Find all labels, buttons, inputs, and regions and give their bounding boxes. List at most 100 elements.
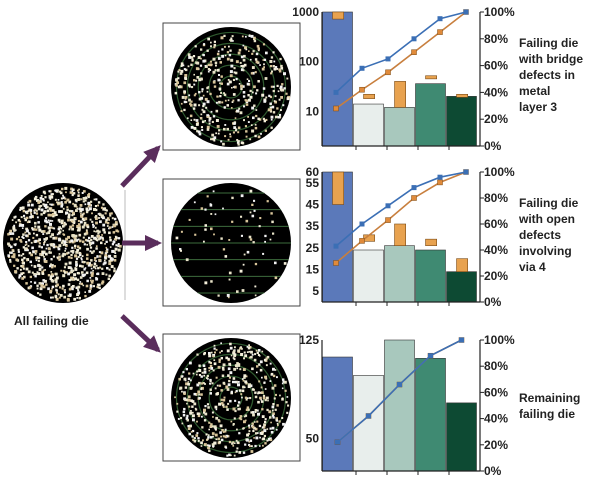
pareto-bar: [415, 358, 446, 472]
arrow-to-remaining: [120, 314, 161, 353]
main-wafer-label: All failing die: [14, 314, 89, 328]
chart-caption-line: failing die: [519, 407, 575, 421]
cumulative-orange-point: [333, 260, 339, 266]
cumulative-orange-line: [335, 11, 467, 110]
pareto-bar: [384, 107, 415, 147]
cumulative-orange-line: [335, 171, 467, 264]
wafer-bridge-defects-defects: [174, 34, 291, 146]
pareto-inner-bar: [425, 238, 438, 246]
pareto-bar: [322, 11, 353, 147]
wafer-all-failing: [3, 183, 123, 303]
left-tick-label: 10: [306, 104, 320, 118]
left-tick-label: 60: [306, 165, 320, 179]
left-tick-label: 45: [306, 198, 320, 212]
right-tick-label: 40%: [484, 412, 508, 426]
cumulative-blue-point: [459, 337, 464, 343]
arrow-to-bridge-defects: [120, 145, 161, 188]
chart-caption-line: with bridge: [518, 52, 583, 66]
wafer-bridge-defects: [171, 27, 291, 147]
left-tick-label: 15: [306, 263, 320, 277]
arrow-to-open-defects: [122, 235, 162, 251]
pareto-bar: [384, 245, 415, 303]
cumulative-blue-point: [428, 353, 433, 359]
wafer-remaining-disc: [171, 338, 291, 458]
chart-caption-line: Failing die: [519, 196, 579, 210]
right-tick-label: 40%: [484, 85, 508, 99]
right-tick-label: 80%: [484, 32, 508, 46]
pareto-bar: [353, 103, 384, 147]
cumulative-blue-point: [333, 243, 339, 249]
cumulative-blue-point: [359, 65, 365, 71]
pareto-bar: [415, 249, 446, 303]
right-tick-label: 20%: [484, 112, 508, 126]
pareto-chart-3: 12550100%80%60%40%20%0%Remainingfailing …: [299, 333, 580, 478]
chart-caption-line: Failing die: [519, 36, 579, 50]
cumulative-orange-point: [411, 49, 417, 55]
pareto-bar: [353, 375, 384, 472]
chart-caption-line: with open: [518, 212, 575, 226]
pareto-inner-bar: [394, 223, 407, 246]
pareto-bar: [446, 96, 477, 147]
left-tick-label: 125: [299, 333, 319, 347]
cumulative-blue-line: [335, 171, 467, 247]
pareto-inner-bar: [456, 258, 469, 272]
wafer-all-failing-defects: [7, 186, 122, 302]
cumulative-orange-point: [437, 29, 443, 35]
cumulative-blue-point: [333, 89, 339, 95]
cumulative-blue-line: [335, 11, 467, 93]
chart-caption-line: defects: [519, 228, 561, 242]
chart-caption-line: via 4: [519, 260, 546, 274]
cumulative-orange-point: [437, 179, 443, 186]
chart-caption-line: involving: [519, 244, 572, 258]
pareto-bar: [353, 249, 384, 303]
cumulative-blue-point: [397, 382, 402, 388]
right-tick-label: 80%: [484, 191, 508, 205]
cumulative-orange-point: [385, 69, 391, 76]
cumulative-orange-point: [333, 105, 339, 112]
right-tick-label: 20%: [484, 269, 508, 283]
pareto-inner-bar: [332, 171, 345, 205]
pareto-inner-bar: [363, 93, 376, 99]
left-tick-label: 55: [306, 176, 320, 190]
cumulative-blue-point: [359, 221, 365, 227]
cumulative-blue-point: [385, 56, 391, 62]
pareto-inner-bar: [425, 75, 438, 80]
chart-caption-line: metal: [519, 84, 550, 98]
right-tick-label: 40%: [484, 243, 508, 257]
pareto-bar: [446, 402, 477, 472]
pareto-inner-bar: [394, 81, 407, 108]
left-tick-label: 25: [306, 241, 320, 255]
cumulative-blue-point: [411, 36, 417, 42]
left-tick-label: 1000: [292, 5, 319, 19]
cumulative-orange-point: [385, 217, 391, 223]
right-tick-label: 0%: [484, 464, 502, 478]
wafer-remaining-defects: [174, 342, 290, 457]
cumulative-blue-point: [385, 203, 391, 209]
right-tick-label: 100%: [484, 165, 515, 179]
cumulative-orange-point: [359, 238, 365, 244]
left-tick-label: 50: [306, 431, 320, 445]
chart-caption-line: layer 3: [519, 100, 557, 114]
pareto-bar: [322, 356, 353, 472]
pareto-inner-bar: [332, 11, 345, 20]
wafer-open-defects: [171, 183, 291, 303]
cumulative-orange-point: [359, 86, 365, 93]
cumulative-blue-point: [463, 169, 469, 175]
cumulative-blue-point: [366, 413, 371, 419]
pareto-bar: [415, 83, 446, 147]
right-tick-label: 60%: [484, 59, 508, 73]
cumulative-blue-point: [411, 185, 417, 191]
right-tick-label: 80%: [484, 359, 508, 373]
left-tick-label: 5: [312, 284, 319, 298]
arrow-to-bridge-defects-head: [143, 145, 161, 163]
wafer-open-defects-defects: [175, 189, 287, 299]
arrow-to-remaining-head: [143, 335, 161, 353]
left-tick-label: 100: [299, 55, 319, 69]
pareto-inner-bar: [456, 93, 469, 98]
cumulative-blue-point: [437, 174, 443, 180]
chart-caption-line: defects in: [519, 68, 575, 82]
right-tick-label: 100%: [484, 333, 515, 347]
